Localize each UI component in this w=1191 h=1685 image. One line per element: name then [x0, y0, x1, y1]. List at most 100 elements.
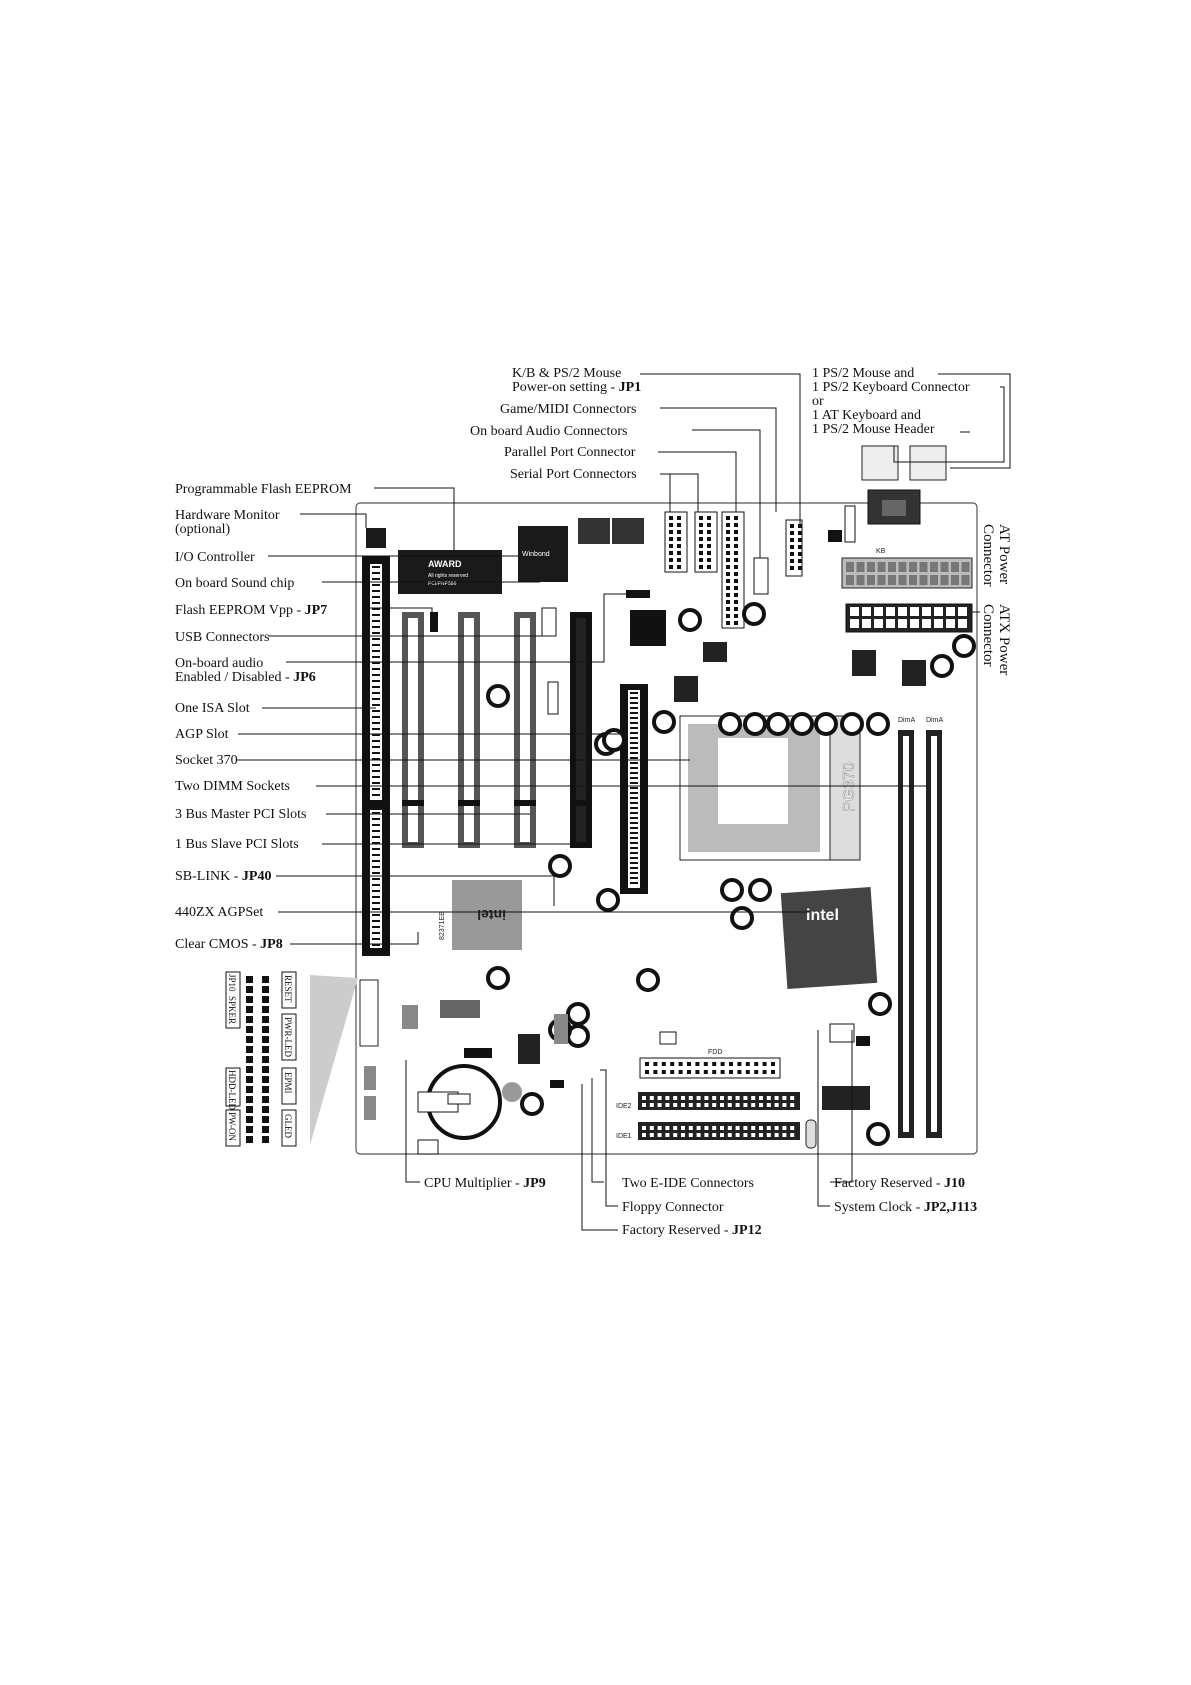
serial-port-header-1 — [664, 511, 688, 573]
north-bridge-chip: intel — [780, 886, 878, 990]
factory-reserved-jp12 — [550, 1080, 564, 1088]
io-controller-chip — [518, 526, 568, 582]
flash-vpp-jumper — [430, 612, 438, 632]
dimm-b-label: DimA — [926, 717, 943, 724]
svg-text:82371EB: 82371EB — [439, 911, 446, 940]
label-ps2-mouse-3: or — [812, 394, 824, 409]
sb-link-header — [626, 590, 650, 598]
label-onboard-audio-2: Enabled / Disabled - JP6 — [175, 670, 316, 685]
pg370-label: PG370 — [841, 762, 858, 812]
pci-slot-2 — [458, 612, 480, 848]
ide1-label: IDE1 — [616, 1133, 632, 1140]
label-at-power-2: Connector — [980, 524, 996, 586]
hardware-monitor-chip — [366, 528, 386, 548]
speaker-label: SPKER — [227, 996, 237, 1024]
ps2-connector-housing-right — [909, 445, 947, 481]
label-io-controller: I/O Controller — [175, 550, 255, 565]
sound-chip — [630, 610, 666, 646]
usb-connector — [541, 607, 557, 637]
svg-text:intel: intel — [806, 907, 839, 924]
at-power-connector — [841, 557, 973, 589]
label-flash-eeprom: Programmable Flash EEPROM — [175, 482, 352, 497]
reset-label: RESET — [283, 975, 293, 1003]
label-dimm: Two DIMM Sockets — [175, 779, 290, 794]
svg-text:intel: intel — [477, 907, 506, 923]
isa-slot — [362, 556, 390, 956]
label-agpset: 440ZX AGPSet — [175, 905, 263, 920]
svg-text:All rights reserved: All rights reserved — [428, 573, 468, 579]
agp-slot — [620, 684, 648, 894]
label-kb-ps2-mouse: K/B & PS/2 Mouse — [512, 366, 621, 381]
ide2-label: IDE2 — [616, 1103, 632, 1110]
label-onboard-audio-connectors: On board Audio Connectors — [470, 424, 627, 439]
socket-370: PG370 — [679, 715, 861, 861]
label-factory-jp12: Factory Reserved - JP12 — [622, 1223, 762, 1238]
label-parallel-port: Parallel Port Connector — [504, 445, 636, 460]
label-onboard-audio-1: On-board audio — [175, 656, 263, 671]
label-pci-master: 3 Bus Master PCI Slots — [175, 807, 306, 822]
system-clock-jumper — [829, 1023, 855, 1043]
label-atx-power-2: Connector — [980, 604, 996, 666]
ram-chip-2 — [612, 518, 644, 544]
label-agp-slot: AGP Slot — [175, 727, 229, 742]
label-at-power-1: AT Power — [996, 524, 1012, 584]
label-hw-monitor-1: Hardware Monitor — [175, 508, 280, 523]
board-outline — [355, 502, 978, 1155]
ram-chip-1 — [578, 518, 610, 544]
atx-power-connector — [845, 603, 973, 633]
ide1-connector — [638, 1122, 800, 1140]
label-socket-370: Socket 370 — [175, 753, 238, 768]
ps2-connector-housing-left — [861, 445, 899, 481]
serial-port-header-2 — [694, 511, 718, 573]
label-ps2-mouse-2: 1 PS/2 Keyboard Connector — [812, 380, 970, 395]
cmos-battery — [417, 1064, 502, 1140]
label-hw-monitor-2: (optional) — [175, 522, 231, 537]
bios-flash-chip — [398, 550, 502, 594]
label-ps2-mouse-1: 1 PS/2 Mouse and — [812, 366, 914, 381]
jp10-label: JP10 — [227, 974, 237, 992]
front-panel-header: JP10 SPKER RESET PWR-LED HDD-LED EPMI PW… — [225, 970, 358, 1147]
pci-slot-1 — [402, 612, 424, 848]
kb-label: KB — [876, 548, 886, 555]
dimm-a-label: DimA — [898, 717, 915, 724]
label-isa-slot: One ISA Slot — [175, 701, 250, 716]
label-sound-chip: On board Sound chip — [175, 576, 294, 591]
label-ps2-mouse-4: 1 AT Keyboard and — [812, 408, 921, 423]
pwr-led-label: PWR-LED — [283, 1017, 293, 1057]
label-sb-link: SB-LINK - JP40 — [175, 869, 271, 884]
kb-jumper — [828, 530, 842, 542]
pw-on-label: PW-ON — [227, 1112, 237, 1142]
callout-lines — [236, 373, 1011, 1231]
gled-label: GLED — [283, 1114, 293, 1138]
label-flash-vpp: Flash EEPROM Vpp - JP7 — [175, 603, 327, 618]
fdd-label: FDD — [708, 1049, 722, 1056]
svg-text:PCI/PNP586: PCI/PNP586 — [428, 581, 457, 587]
svg-text:Winbond: Winbond — [522, 551, 550, 558]
south-bridge-chip: intel — [452, 880, 522, 950]
label-two-ide: Two E-IDE Connectors — [622, 1176, 754, 1191]
award-logo-text: AWARD — [428, 559, 462, 569]
label-floppy: Floppy Connector — [622, 1200, 724, 1215]
label-atx-power-1: ATX Power — [996, 604, 1012, 675]
factory-reserved-j10 — [856, 1036, 870, 1046]
pci-slot-3 — [514, 612, 536, 848]
hdd-led-label: HDD-LED — [227, 1070, 237, 1110]
label-game-midi: Game/MIDI Connectors — [500, 402, 636, 417]
cpu-multiplier-jumper — [464, 1048, 492, 1058]
floppy-connector — [639, 1057, 781, 1079]
dimm-socket-b — [926, 730, 942, 1138]
pci-slot-4 — [570, 612, 592, 848]
label-system-clock: System Clock - JP2,J113 — [834, 1200, 977, 1215]
label-usb: USB Connectors — [175, 630, 270, 645]
label-clear-cmos: Clear CMOS - JP8 — [175, 937, 283, 952]
vreg-1 — [852, 650, 876, 676]
vreg-3 — [674, 676, 698, 702]
epmi-label: EPMI — [283, 1072, 293, 1094]
vreg-4 — [518, 1034, 540, 1064]
parallel-port-header — [721, 511, 745, 629]
label-power-on-setting: Power-on setting - JP1 — [512, 380, 641, 395]
audio-jumper — [547, 681, 559, 715]
dimm-socket-a — [898, 730, 914, 1138]
vreg-2 — [902, 660, 926, 686]
